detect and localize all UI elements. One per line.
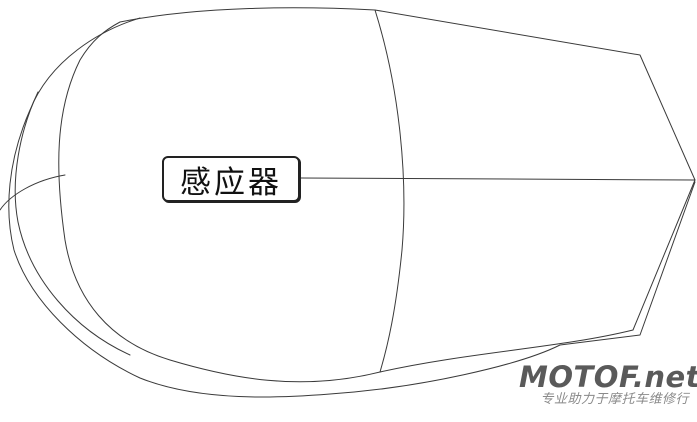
- seat-side-rim: [8, 17, 696, 398]
- site-watermark: MOTOF.net 专业助力于摩托车维修行: [519, 360, 697, 408]
- watermark-tagline: 专业助力于摩托车维修行: [540, 392, 689, 407]
- seat-front-curve: [0, 174, 66, 211]
- sensor-callout-label: 感应器: [162, 156, 300, 202]
- seat-inner-rim: [14, 91, 131, 356]
- sensor-callout-text: 感应器: [180, 164, 282, 201]
- callout-leader-line: [299, 177, 696, 181]
- seat-center-seam: [374, 9, 405, 373]
- seat-outer-outline: [58, 7, 696, 383]
- watermark-brand: MOTOF.net: [519, 360, 697, 394]
